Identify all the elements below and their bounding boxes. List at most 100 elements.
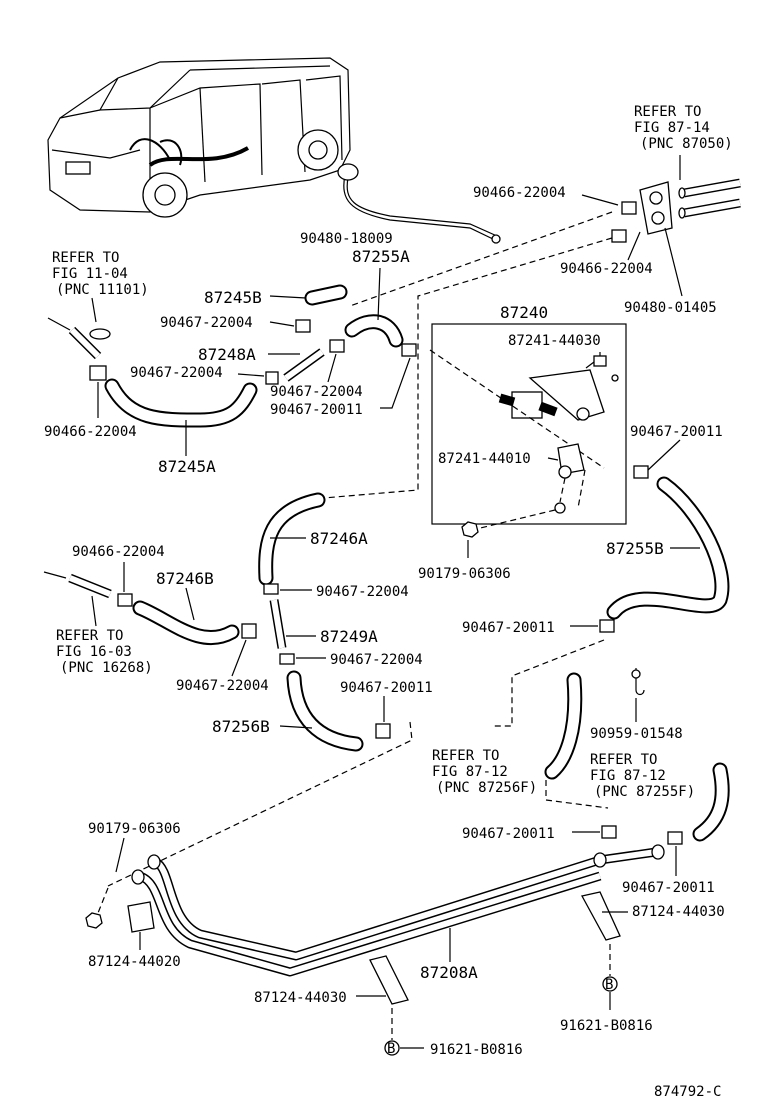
label-87245B: 87245B bbox=[204, 288, 262, 307]
ref-fig-87-14-line2: FIG 87-14 bbox=[634, 120, 710, 136]
label-90467-20011-4: 90467-20011 bbox=[340, 680, 433, 696]
water-valve bbox=[498, 369, 605, 421]
bracket-87124-44030-center bbox=[369, 955, 409, 1005]
label-87245A: 87245A bbox=[158, 457, 216, 476]
bracket-87124-44020 bbox=[127, 901, 155, 933]
fitting-16-03 bbox=[43, 571, 112, 599]
clip-90467-22004-2 bbox=[265, 371, 279, 385]
vehicle-illustration bbox=[47, 57, 351, 218]
ref-fig-11-04-line1: REFER TO bbox=[52, 250, 119, 266]
label-90466-22004-top1: 90466-22004 bbox=[473, 185, 566, 201]
figure-code: 874792-C bbox=[654, 1084, 721, 1100]
pipe-87249A bbox=[269, 599, 287, 649]
label-90467-22004-1: 90467-22004 bbox=[160, 315, 253, 331]
label-90467-20011-2: 90467-20011 bbox=[630, 424, 723, 440]
hose-87246B bbox=[132, 600, 240, 645]
ref-fig-87-14-line3: (PNC 87050) bbox=[640, 136, 733, 152]
clip-90959-01548 bbox=[631, 668, 645, 696]
clip-90467-20011-4 bbox=[375, 723, 391, 739]
label-90480-01405: 90480-01405 bbox=[624, 300, 717, 316]
label-90466-22004-top2: 90466-22004 bbox=[560, 261, 653, 277]
clip-90467-20011-5 bbox=[601, 825, 617, 839]
ref-fig-87-12-e-line2: FIG 87-12 bbox=[590, 768, 666, 784]
ref-fig-16-03-line1: REFER TO bbox=[56, 628, 123, 644]
clip-90466-22004-left bbox=[89, 365, 107, 381]
hose-87256B bbox=[286, 670, 364, 752]
hose-87255A bbox=[344, 314, 404, 348]
ref-fig-87-14-line1: REFER TO bbox=[634, 104, 701, 120]
label-87248A: 87248A bbox=[198, 345, 256, 364]
clip-90467-20011-2 bbox=[633, 465, 649, 479]
hose-87256F bbox=[544, 672, 583, 780]
box-87240 bbox=[431, 323, 627, 525]
label-90467-22004-5: 90467-22004 bbox=[330, 652, 423, 668]
engine-fitting-11-04 bbox=[47, 317, 111, 360]
hose-87246A bbox=[258, 492, 326, 586]
label-90466-22004-left: 90466-22004 bbox=[44, 424, 137, 440]
bolt-91621-right bbox=[602, 976, 618, 992]
bracket-87124-44030-right bbox=[581, 891, 621, 941]
label-90179-06306-upper: 90179-06306 bbox=[418, 566, 511, 582]
ref-fig-16-03-line3: (PNC 16268) bbox=[60, 660, 153, 676]
pipes-to-fig-87-14 bbox=[678, 178, 741, 219]
svg-text:B: B bbox=[387, 1041, 395, 1057]
cable-90480-18009 bbox=[337, 163, 501, 244]
clip-90467-22004-4 bbox=[263, 583, 279, 595]
ref-fig-87-12-f-line1: REFER TO bbox=[432, 748, 499, 764]
bolt-91621-center bbox=[384, 1040, 400, 1056]
label-87241-44010: 87241-44010 bbox=[438, 451, 531, 467]
label-87240: 87240 bbox=[500, 303, 548, 322]
label-90466-22004-mid: 90466-22004 bbox=[72, 544, 165, 560]
label-87241-44030: 87241-44030 bbox=[508, 333, 601, 349]
label-91621-B0816-center: 91621-B0816 bbox=[430, 1042, 523, 1058]
pipe-87248A bbox=[283, 348, 325, 382]
ref-fig-11-04-line3: (PNC 11101) bbox=[56, 282, 149, 298]
clip-90467-20011-1 bbox=[401, 343, 417, 357]
clip-90467-22004-6 bbox=[241, 623, 257, 639]
hose-87255F bbox=[692, 762, 730, 842]
pipe-87208A bbox=[131, 844, 665, 977]
hose-87245A bbox=[104, 378, 258, 428]
clip-90467-22004-1 bbox=[295, 319, 311, 333]
label-87256B: 87256B bbox=[212, 717, 270, 736]
clip-90467-22004-3 bbox=[329, 339, 345, 353]
nut-90179-06306-lower bbox=[85, 912, 103, 929]
label-90467-22004-4: 90467-22004 bbox=[316, 584, 409, 600]
svg-text:B: B bbox=[605, 977, 613, 993]
ref-fig-11-04-line2: FIG 11-04 bbox=[52, 266, 128, 282]
label-90467-22004-6: 90467-22004 bbox=[176, 678, 269, 694]
hose-87255B bbox=[606, 476, 730, 620]
ref-fig-87-12-f-line3: (PNC 87256F) bbox=[436, 780, 537, 796]
label-87246B: 87246B bbox=[156, 569, 214, 588]
label-87124-44030-center: 87124-44030 bbox=[254, 990, 347, 1006]
clip-90467-20011-6 bbox=[667, 831, 683, 845]
ref-fig-16-03-line2: FIG 16-03 bbox=[56, 644, 132, 660]
label-87249A: 87249A bbox=[320, 627, 378, 646]
label-90467-20011-5: 90467-20011 bbox=[462, 826, 555, 842]
hose-87245B bbox=[304, 284, 348, 306]
label-87208A: 87208A bbox=[420, 963, 478, 982]
label-90467-20011-1: 90467-20011 bbox=[270, 402, 363, 418]
label-90480-18009: 90480-18009 bbox=[300, 231, 393, 247]
grommet-90480-01405 bbox=[639, 181, 673, 235]
clip-90466-22004-mid bbox=[117, 593, 133, 607]
label-87255A: 87255A bbox=[352, 247, 410, 266]
label-90467-22004-3: 90467-22004 bbox=[270, 384, 363, 400]
label-90467-20011-3: 90467-20011 bbox=[462, 620, 555, 636]
label-87246A: 87246A bbox=[310, 529, 368, 548]
label-87124-44030-right: 87124-44030 bbox=[632, 904, 725, 920]
nut-87241 bbox=[593, 355, 607, 367]
label-87124-44020: 87124-44020 bbox=[88, 954, 181, 970]
ref-fig-87-12-f-line2: FIG 87-12 bbox=[432, 764, 508, 780]
ref-fig-87-12-e-line3: (PNC 87255F) bbox=[594, 784, 695, 800]
label-91621-B0816-right: 91621-B0816 bbox=[560, 1018, 653, 1034]
clip-90466-22004-top bbox=[611, 201, 637, 243]
nut-90179-06306 bbox=[461, 521, 479, 538]
clip-90467-22004-5 bbox=[279, 653, 295, 665]
label-90959-01548: 90959-01548 bbox=[590, 726, 683, 742]
clip-90467-20011-3 bbox=[599, 619, 615, 633]
ref-fig-87-12-e-line1: REFER TO bbox=[590, 752, 657, 768]
label-90467-20011-6: 90467-20011 bbox=[622, 880, 715, 896]
label-87255B: 87255B bbox=[606, 539, 664, 558]
